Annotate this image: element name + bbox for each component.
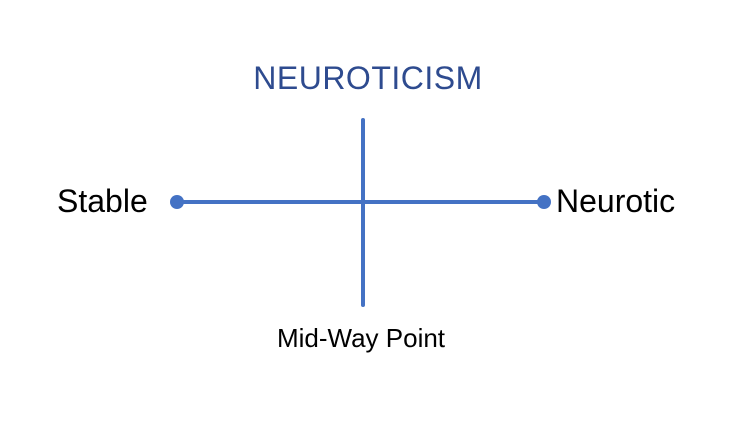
diagram-title: NEUROTICISM bbox=[253, 60, 483, 96]
horizontal-spectrum-line bbox=[177, 200, 544, 204]
left-endpoint-dot bbox=[170, 195, 184, 209]
midpoint-label: Mid-Way Point bbox=[276, 323, 446, 353]
right-endpoint-dot bbox=[537, 195, 551, 209]
left-pole-label: Stable bbox=[57, 183, 148, 219]
right-pole-label: Neurotic bbox=[556, 183, 676, 219]
vertical-midpoint-line bbox=[361, 118, 365, 307]
